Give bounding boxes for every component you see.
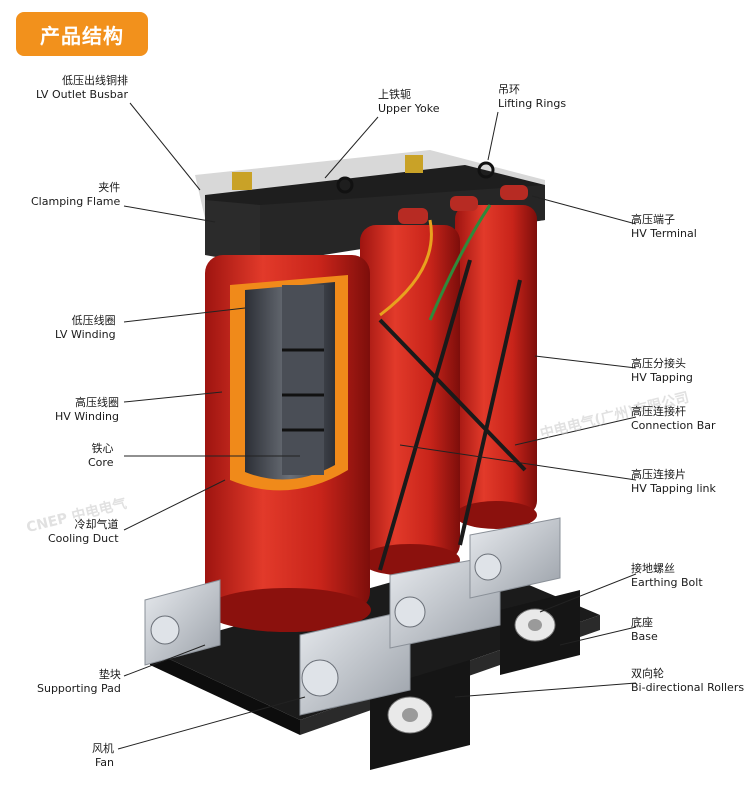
label-en: HV Terminal	[631, 227, 697, 240]
label-en: Base	[631, 630, 658, 643]
label-en: Core	[88, 456, 114, 469]
label-lifting-rings: 吊环 Lifting Rings	[498, 83, 566, 111]
label-zh: 夹件	[98, 181, 121, 194]
label-zh: 底座	[631, 616, 653, 629]
connection-bars	[378, 204, 527, 571]
label-lv-outlet-busbar: 低压出线铜排 LV Outlet Busbar	[36, 74, 128, 102]
label-zh: 高压连接杆	[631, 405, 686, 418]
label-zh: 铁心	[91, 442, 114, 455]
label-en: Connection Bar	[631, 419, 716, 432]
label-en: Fan	[94, 756, 114, 769]
label-en: Earthing Bolt	[631, 576, 703, 589]
label-connection-bar: 高压连接杆 Connection Bar	[631, 405, 716, 433]
label-hv-tapping-link: 高压连接片 HV Tapping link	[631, 468, 716, 496]
label-zh: 风机	[92, 742, 114, 755]
label-zh: 冷却气道	[74, 518, 119, 531]
label-hv-terminal: 高压端子 HV Terminal	[631, 213, 697, 241]
label-en: HV Tapping	[631, 371, 693, 384]
label-zh: 高压连接片	[631, 468, 686, 481]
label-supporting-pad: 垫块 Supporting Pad	[37, 668, 121, 696]
label-zh: 高压端子	[631, 213, 675, 226]
label-base: 底座 Base	[631, 616, 658, 644]
label-zh: 垫块	[98, 668, 121, 681]
label-en: Lifting Rings	[498, 97, 567, 110]
label-en: Clamping Flame	[31, 195, 121, 208]
label-zh: 低压线圈	[71, 314, 116, 327]
label-fan: 风机 Fan	[92, 742, 114, 770]
label-zh: 上铁轭	[378, 88, 411, 101]
label-clamping-flame: 夹件 Clamping Flame	[31, 181, 120, 209]
cooling-fans	[144, 517, 561, 716]
label-en: Bi-directional Rollers	[631, 681, 745, 694]
label-hv-tapping: 高压分接头 HV Tapping	[631, 357, 693, 385]
label-en: Cooling Duct	[48, 532, 119, 545]
leader-lines	[117, 102, 637, 750]
label-upper-yoke: 上铁轭 Upper Yoke	[378, 88, 440, 116]
label-zh: 高压分接头	[631, 357, 686, 370]
label-zh: 接地螺丝	[631, 562, 675, 575]
label-en: HV Tapping link	[631, 482, 716, 495]
label-en: Supporting Pad	[37, 682, 121, 695]
label-en: LV Outlet Busbar	[36, 88, 129, 101]
label-core: 铁心 Core	[88, 442, 113, 470]
roller-group	[387, 608, 556, 734]
label-en: Upper Yoke	[378, 102, 440, 115]
label-hv-winding: 高压线圈 HV Winding	[55, 396, 119, 424]
section-title: 产品结构	[40, 23, 124, 48]
label-en: LV Winding	[55, 328, 116, 341]
label-zh: 双向轮	[631, 667, 664, 680]
label-zh: 吊环	[498, 83, 520, 96]
label-bidirectional-rollers: 双向轮 Bi-directional Rollers	[631, 667, 744, 695]
section-title-tag: 产品结构	[16, 12, 148, 56]
label-earthing-bolt: 接地螺丝 Earthing Bolt	[631, 562, 703, 590]
label-cooling-duct: 冷却气道 Cooling Duct	[48, 518, 119, 546]
hv-terminals	[398, 185, 528, 224]
label-zh: 低压出线铜排	[62, 74, 129, 87]
label-zh: 高压线圈	[74, 396, 119, 409]
label-en: HV Winding	[55, 410, 119, 423]
label-lv-winding: 低压线圈 LV Winding	[55, 314, 116, 342]
